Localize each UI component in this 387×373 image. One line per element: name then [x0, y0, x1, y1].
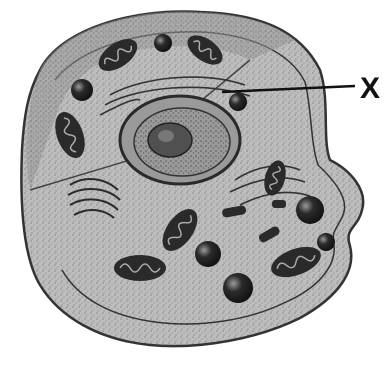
mitochondrion	[114, 255, 166, 281]
vesicle	[154, 34, 172, 52]
vesicle	[223, 273, 253, 303]
small-rod	[272, 200, 286, 208]
vesicle	[195, 241, 221, 267]
nucleus	[120, 96, 240, 184]
vesicle	[296, 196, 324, 224]
vesicle	[317, 233, 335, 251]
vesicle	[229, 93, 247, 111]
vesicle	[71, 79, 93, 101]
label-x: X	[360, 72, 380, 105]
